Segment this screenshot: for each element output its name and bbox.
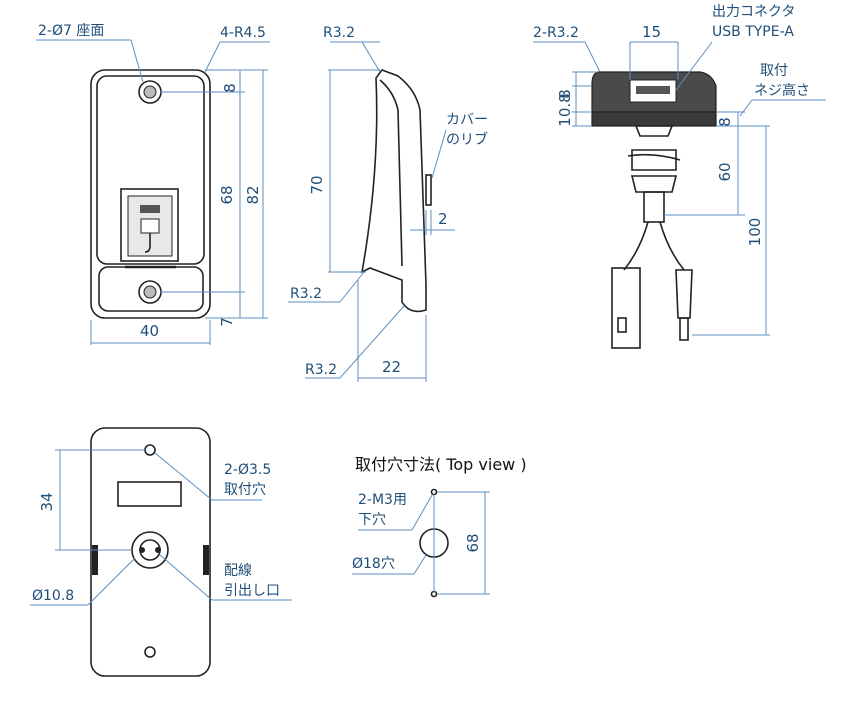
dim-60: 60: [716, 162, 734, 181]
connector-label-line1: 出力コネクタ: [712, 4, 795, 20]
back-view: 34 2-Ø3.5 取付穴 配線 引出し口 Ø10.8: [30, 427, 292, 677]
dc-plug-tip: [679, 317, 689, 341]
mount-hole-label-line1: 2-Ø3.5: [224, 462, 271, 478]
usb-plug-icon: [140, 218, 160, 234]
height-68-dim: 68: [218, 185, 236, 204]
dim-100: 100: [746, 218, 764, 247]
back-label-window: [117, 481, 182, 507]
width-40-dim: 40: [140, 322, 159, 340]
wire-outlet-outer: [131, 531, 169, 569]
m3-hole-bottom-icon: [430, 590, 438, 598]
side-outline: [360, 69, 427, 313]
seat-label: 2-Ø7 座面: [38, 23, 104, 39]
mount-hole-label-line2: 取付穴: [224, 482, 266, 498]
bottom-mount-hole-icon: [144, 646, 156, 658]
cable-left: [623, 221, 649, 271]
hole-view-title: 取付穴寸法( Top view ): [355, 455, 527, 474]
side-edge-line: [379, 79, 403, 267]
screw-height-line1: 取付: [760, 63, 788, 79]
cable-collar: [630, 175, 678, 193]
side-r-top-label: R3.2: [323, 25, 355, 41]
rib-label-line2: のリブ: [446, 131, 488, 148]
cover-rib: [425, 174, 432, 206]
m3-hole-top-icon: [430, 488, 438, 496]
top-mount-hole-icon: [144, 444, 156, 456]
front-outline: [90, 69, 211, 319]
side-view: R3.2 70 R3.2 R3.2 カバー のリブ 2 22: [288, 25, 488, 382]
hole-view: 取付穴寸法( Top view ) 2-M3用 下穴 Ø18穴 68: [352, 455, 527, 598]
corner-radius-label: 4-R4.5: [220, 25, 266, 41]
cable-trunk: [643, 191, 665, 223]
back-outline: [90, 427, 211, 677]
usb-plug-body: [611, 267, 641, 349]
connector-base: [591, 111, 717, 127]
connector-view: 15 2-R3.2 出力コネクタ USB TYPE-A 取付 ネジ高さ 8 10…: [533, 4, 826, 349]
connector-label-line2: USB TYPE-A: [712, 24, 794, 40]
left-rib: [92, 545, 98, 575]
front-inner-panel: [96, 75, 205, 265]
diameter-10-8-label: Ø10.8: [32, 588, 74, 604]
cable-right: [659, 221, 685, 271]
bottom-screw-icon: [143, 285, 157, 299]
rib-2-dim: 2: [438, 210, 448, 228]
usb-window: [120, 188, 179, 262]
usb-15-dim: 15: [642, 23, 661, 41]
usb-port-icon: [140, 205, 160, 213]
mount-boss: [634, 125, 674, 137]
dim-10-8: 10.8: [556, 93, 574, 126]
dim-68-holes: 68: [464, 533, 482, 552]
usb-cable-icon: [144, 233, 151, 253]
side-r-mid-label: R3.2: [290, 286, 322, 302]
side-r-bot-label: R3.2: [305, 362, 337, 378]
cable-gland: [631, 149, 677, 171]
top-8-dim: 8: [221, 83, 239, 93]
top-screw-icon: [143, 85, 157, 99]
screw-height-line2: ネジ高さ: [754, 82, 810, 99]
wire-outlet-label-line2: 引出し口: [224, 583, 280, 599]
m3-label-line1: 2-M3用: [358, 492, 407, 508]
m3-label-line2: 下穴: [358, 512, 386, 528]
dim-34: 34: [38, 492, 56, 511]
rib-label-line1: カバー: [446, 112, 488, 128]
height-82-dim: 82: [244, 185, 262, 204]
front-view: 2-Ø7 座面 4-R4.5 40 8 68 82 7: [36, 23, 270, 345]
usb-a-tongue: [636, 86, 670, 94]
dc-plug-body: [675, 269, 693, 319]
wire-outlet-label-line1: 配線: [224, 563, 252, 579]
right-rib: [203, 545, 209, 575]
connector-radius-label: 2-R3.2: [533, 25, 579, 41]
dim-8-top: 8: [556, 89, 574, 99]
bottom-7-dim: 7: [218, 317, 236, 327]
hole-18-label: Ø18穴: [352, 556, 395, 572]
height-70-dim: 70: [308, 175, 326, 194]
dim-8-screw: 8: [716, 117, 734, 127]
depth-22-dim: 22: [382, 358, 401, 376]
